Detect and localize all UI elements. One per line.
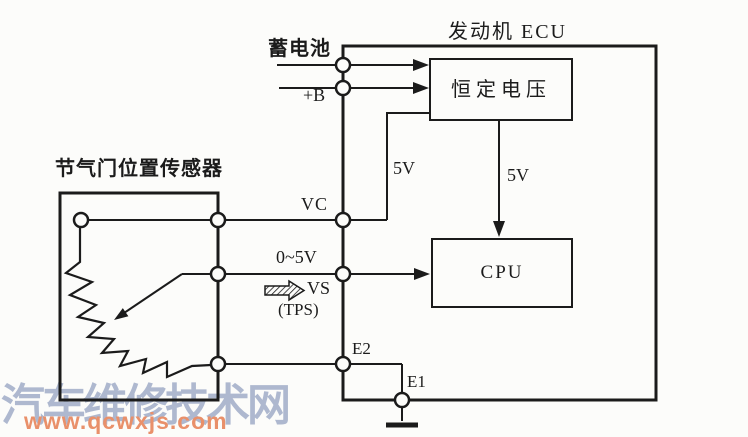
- cpu-label: CPU: [480, 261, 524, 283]
- five-v-right-label: 5V: [507, 165, 529, 185]
- watermark-site-url: www.qcwxjs.com: [24, 408, 228, 434]
- tps-label: (TPS): [278, 300, 319, 319]
- arrowhead-5v-cpu-icon: [493, 221, 505, 237]
- pin-plus-b: [334, 79, 352, 97]
- ecu-title: 发动机 ECU: [448, 21, 567, 43]
- five-v-left-label: 5V: [393, 158, 415, 178]
- pin-vc: [334, 211, 352, 229]
- throttle-sensor-title: 节气门位置传感器: [55, 158, 223, 180]
- pin-vs: [334, 265, 352, 283]
- node-sensor-vc-right: [209, 211, 227, 229]
- vs-direction-arrow-icon: [264, 279, 306, 302]
- vs-terminal-label: VS: [307, 278, 331, 298]
- node-sensor-vs: [209, 265, 227, 283]
- arrowhead-battery-top-icon: [413, 59, 429, 71]
- wiper-arm: [123, 273, 183, 314]
- e2-e1-wire: [218, 363, 403, 421]
- pin-battery: [334, 56, 352, 74]
- e2-terminal-label: E2: [352, 339, 371, 358]
- node-sensor-vc-left: [72, 211, 90, 229]
- pin-e1: [393, 391, 411, 409]
- potentiometer-resistor: [63, 227, 212, 379]
- e1-terminal-label: E1: [407, 372, 426, 391]
- vc-terminal-label: VC: [301, 194, 329, 214]
- arrowhead-vs-cpu-icon: [414, 268, 430, 280]
- plus-b-terminal-label: +B: [303, 85, 326, 105]
- voltage-range-label: 0~5V: [276, 247, 317, 267]
- watermark-site-name: 汽车维修技术网: [1, 381, 291, 430]
- battery-label: 蓄电池: [268, 38, 331, 60]
- voltage-regulator-label: 恒定电压: [451, 78, 551, 101]
- arrowhead-wiper-icon: [114, 308, 129, 320]
- connector-pins: [72, 56, 411, 409]
- throttle-sensor-box: [58, 191, 220, 402]
- voltage-regulator-box: [429, 58, 573, 121]
- arrowhead-battery-bottom-icon: [413, 82, 429, 94]
- node-sensor-e2: [209, 355, 227, 373]
- cpu-box: [431, 238, 573, 308]
- pin-e2: [334, 355, 352, 373]
